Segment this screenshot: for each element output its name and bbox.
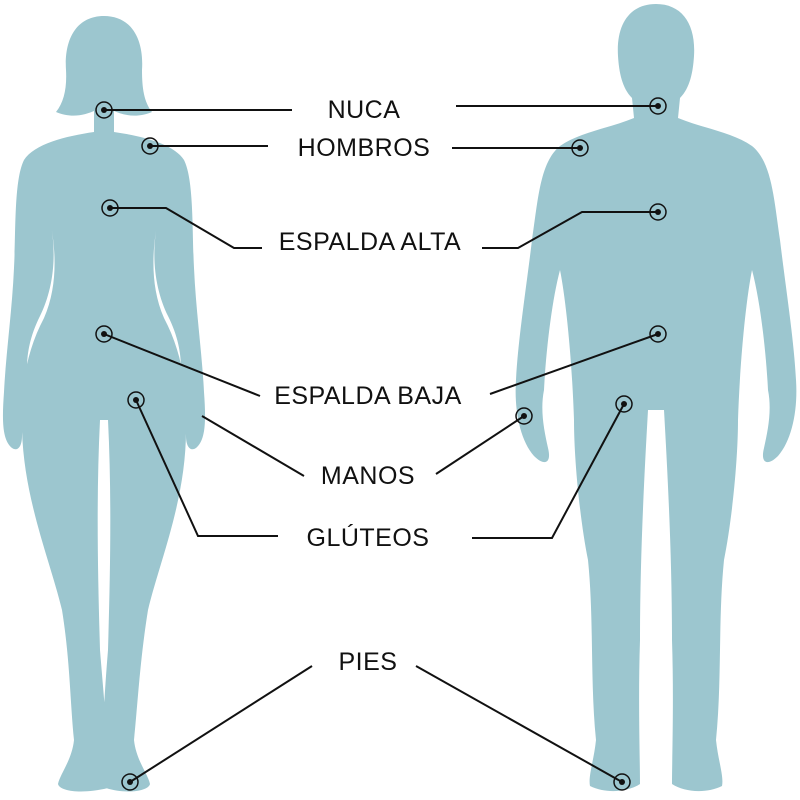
marker-espalda-baja-male: [649, 325, 667, 343]
leader-espalda-baja-left: [103, 333, 261, 397]
marker-manos-male: [515, 407, 533, 425]
label-nuca: NUCA: [328, 96, 401, 124]
marker-nuca-male: [649, 97, 667, 115]
leader-manos-left: [201, 415, 305, 477]
marker-gluteos-female: [127, 391, 145, 409]
marker-hombros-female: [141, 137, 159, 155]
female-silhouette: [2, 16, 206, 792]
marker-espalda-alta-female: [101, 199, 119, 217]
male-silhouette: [515, 4, 797, 792]
leader-gluteos-right: [472, 403, 625, 539]
marker-espalda-alta-male: [649, 203, 667, 221]
label-manos: MANOS: [321, 462, 415, 490]
leader-espalda-baja-right: [489, 333, 659, 395]
female-body: [2, 108, 206, 792]
markers: [95, 97, 667, 791]
leader-espalda-alta-left: [110, 207, 262, 249]
leader-manos-right: [435, 415, 525, 475]
label-espalda-baja: ESPALDA BAJA: [274, 382, 462, 410]
marker-nuca-female: [95, 101, 113, 119]
leader-pies-left: [129, 665, 313, 783]
label-pies: PIES: [339, 648, 398, 676]
marker-gluteos-male: [615, 395, 633, 413]
marker-pies-female: [121, 773, 139, 791]
female-hair: [56, 16, 152, 116]
leader-gluteos-left: [135, 399, 278, 537]
labels: NUCA HOMBROS ESPALDA ALTA ESPALDA BAJA M…: [274, 96, 462, 676]
marker-pies-male: [613, 773, 631, 791]
leader-espalda-alta-right: [482, 211, 658, 249]
marker-hombros-male: [571, 139, 589, 157]
leader-lines: [103, 105, 659, 783]
marker-espalda-baja-female: [95, 325, 113, 343]
label-hombros: HOMBROS: [298, 134, 431, 162]
male-body: [515, 4, 797, 792]
label-gluteos: GLÚTEOS: [307, 523, 430, 552]
leader-pies-right: [415, 665, 623, 783]
label-espalda-alta: ESPALDA ALTA: [279, 228, 461, 256]
